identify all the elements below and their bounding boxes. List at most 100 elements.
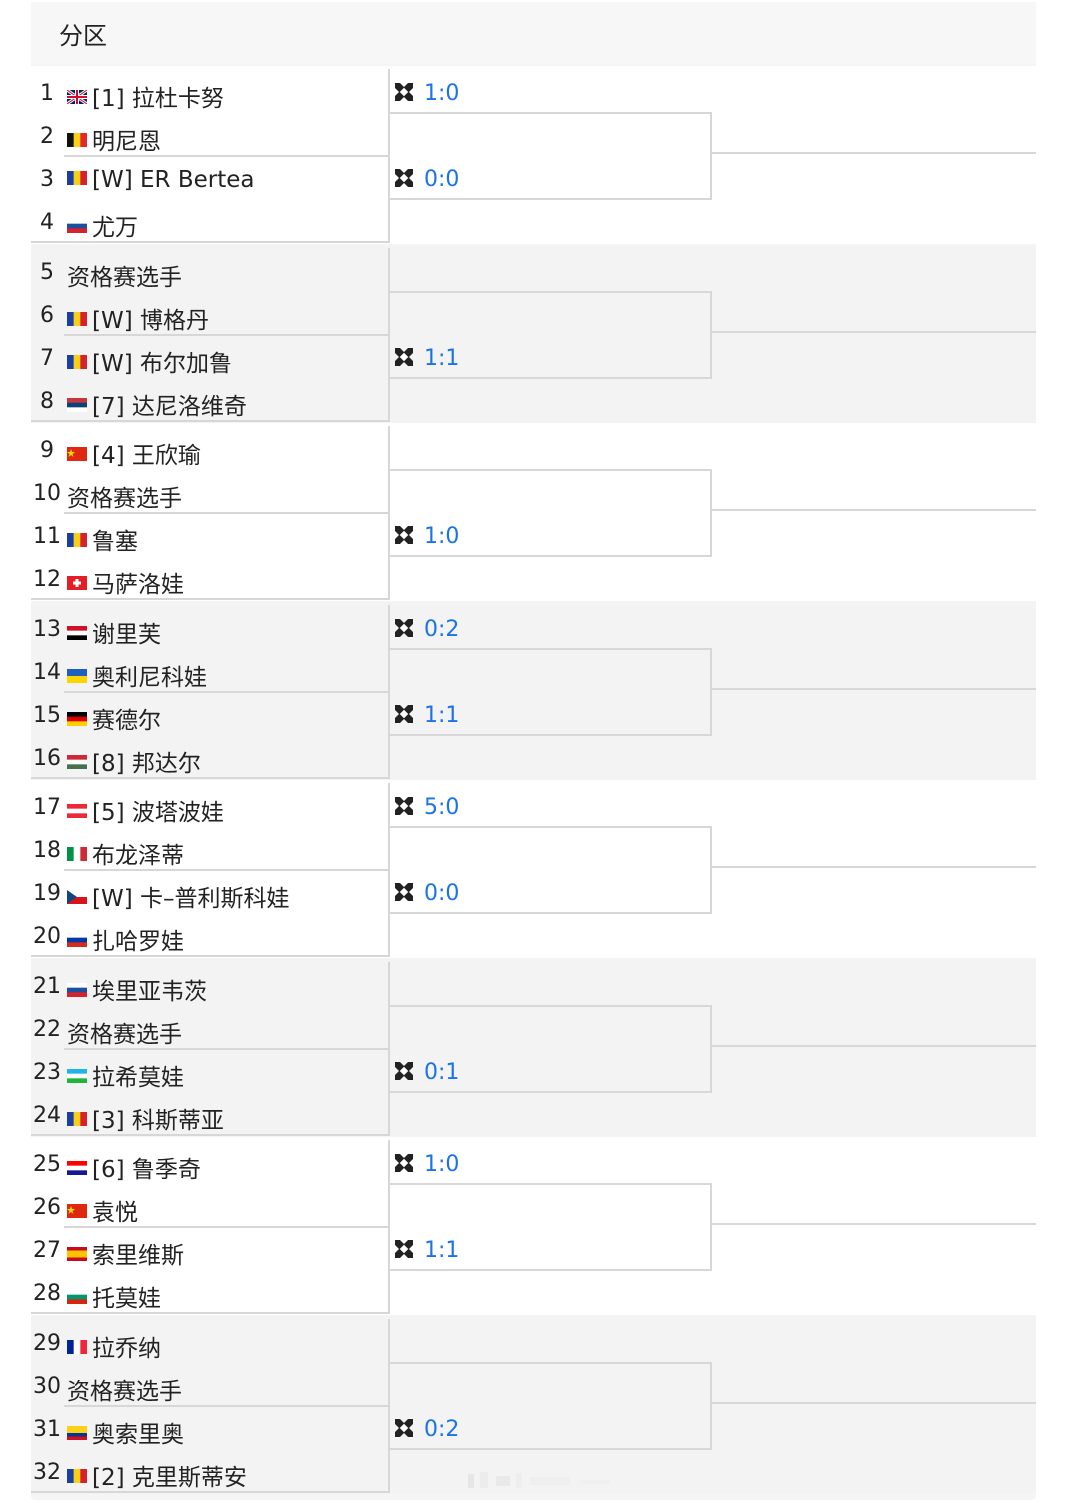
player-name[interactable]: 奥索里奥: [92, 1421, 184, 1448]
player-name[interactable]: [6] 鲁季奇: [92, 1157, 201, 1183]
head-to-head-score[interactable]: 1:1: [392, 1237, 459, 1263]
head-to-head-score[interactable]: 0:2: [392, 616, 459, 642]
player-name[interactable]: 尤万: [92, 215, 138, 241]
head-to-head-score[interactable]: 0:2: [392, 1416, 459, 1442]
player-name[interactable]: 谢里芙: [92, 621, 161, 648]
player-name[interactable]: [2] 克里斯蒂安: [92, 1464, 247, 1491]
flag-cn-icon: [67, 441, 87, 461]
player-row[interactable]: 25[6] 鲁季奇: [31, 1143, 388, 1186]
player-name[interactable]: [4] 王欣瑜: [92, 443, 201, 469]
player-name[interactable]: [W] 卡–普利斯科娃: [92, 886, 290, 912]
flag-cn-icon: [67, 1198, 87, 1218]
player-name[interactable]: 奥利尼科娃: [92, 664, 207, 691]
player-name[interactable]: [W] 布尔加鲁: [92, 350, 232, 377]
head-to-head-score[interactable]: 1:0: [392, 1151, 459, 1177]
player-name[interactable]: 资格赛选手: [67, 264, 182, 291]
player-row[interactable]: 32 [2] 克里斯蒂安: [31, 1451, 388, 1494]
head-to-head-score[interactable]: 1:0: [392, 80, 459, 106]
player-row[interactable]: 24[3] 科斯蒂亚: [31, 1094, 388, 1137]
player-name[interactable]: 托莫娃: [92, 1286, 161, 1312]
head-to-head-score[interactable]: 5:0: [392, 794, 459, 820]
match-divider: [64, 512, 388, 514]
player-row[interactable]: 3[W] ER Bertea: [31, 158, 388, 201]
player-name[interactable]: [W] 博格丹: [92, 307, 209, 334]
player-name[interactable]: [W] ER Bertea: [92, 167, 255, 193]
player-row[interactable]: 8[7] 达尼洛维奇: [31, 380, 388, 423]
player-name[interactable]: 鲁塞: [92, 529, 138, 555]
bracket-connector: [388, 1004, 712, 1093]
head-to-head-score[interactable]: 0:0: [392, 880, 459, 906]
player-name[interactable]: 资格赛选手: [67, 486, 182, 512]
player-name[interactable]: 布龙泽蒂: [92, 843, 184, 869]
draw-position: 17: [33, 795, 61, 820]
player-name[interactable]: [8] 邦达尔: [92, 750, 201, 777]
player-name[interactable]: 埃里亚韦茨: [92, 978, 207, 1005]
player-row[interactable]: 16[8] 邦达尔: [31, 737, 388, 780]
score-text: 1:1: [424, 345, 460, 371]
head-to-head-score[interactable]: 1:1: [392, 702, 459, 728]
player-name[interactable]: 索里维斯: [92, 1243, 184, 1269]
player-name[interactable]: [1] 拉杜卡努: [92, 86, 224, 112]
player-row[interactable]: 6[W] 博格丹: [31, 294, 388, 337]
player-row[interactable]: 9 [4] 王欣瑜: [31, 429, 388, 472]
head-to-head-score[interactable]: 1:0: [392, 523, 459, 549]
score-text: 5:0: [424, 795, 460, 820]
draw-position: 2: [40, 124, 54, 149]
player-entry: [1] 拉杜卡努: [66, 79, 224, 113]
player-name[interactable]: 赛德尔: [92, 707, 161, 734]
player-name[interactable]: 资格赛选手: [67, 1378, 182, 1405]
player-name[interactable]: [5] 波塔波娃: [92, 800, 224, 826]
head-to-head-score[interactable]: 0:0: [392, 166, 459, 192]
draw-position: 7: [40, 345, 54, 371]
head-to-head-score[interactable]: 0:1: [392, 1059, 459, 1085]
player-row[interactable]: 18 布龙泽蒂: [31, 829, 388, 872]
player-name[interactable]: 马萨洛娃: [92, 572, 184, 598]
draw-position: 32: [33, 1459, 61, 1485]
player-name[interactable]: 拉乔纳: [92, 1335, 161, 1362]
player-name[interactable]: 明尼恩: [92, 129, 161, 155]
player-name[interactable]: [3] 科斯蒂亚: [92, 1107, 224, 1134]
flag-ro-icon: [67, 349, 88, 369]
crossed-swords-icon: [392, 880, 416, 904]
crossed-swords-icon: [392, 523, 416, 547]
flag-es-icon: [67, 1241, 87, 1261]
player-name[interactable]: 扎哈罗娃: [92, 929, 184, 955]
player-row[interactable]: 17 [5] 波塔波娃: [31, 786, 388, 829]
player-entry: 赛德尔: [67, 701, 161, 735]
player-name[interactable]: [7] 达尼洛维奇: [92, 393, 247, 420]
player-row[interactable]: 19[W] 卡–普利斯科娃: [31, 872, 388, 915]
player-name[interactable]: 拉希莫娃: [92, 1064, 184, 1091]
player-row[interactable]: 7 [W] 布尔加鲁: [31, 337, 388, 380]
draw-position: 9: [40, 438, 54, 463]
flag-si-icon: [67, 977, 87, 997]
player-row[interactable]: 1[1] 拉杜卡努: [31, 72, 388, 115]
player-entry: [W] ER Bertea: [67, 165, 254, 193]
player-entry: 拉乔纳: [67, 1329, 161, 1363]
match-divider: [64, 1404, 388, 1407]
head-to-head-score[interactable]: 1:1: [392, 345, 459, 371]
draw-position: 18: [33, 838, 61, 863]
player-row[interactable]: 2 明尼恩: [31, 115, 388, 158]
player-name[interactable]: 资格赛选手: [67, 1021, 182, 1048]
player-name[interactable]: 袁悦: [92, 1200, 138, 1226]
